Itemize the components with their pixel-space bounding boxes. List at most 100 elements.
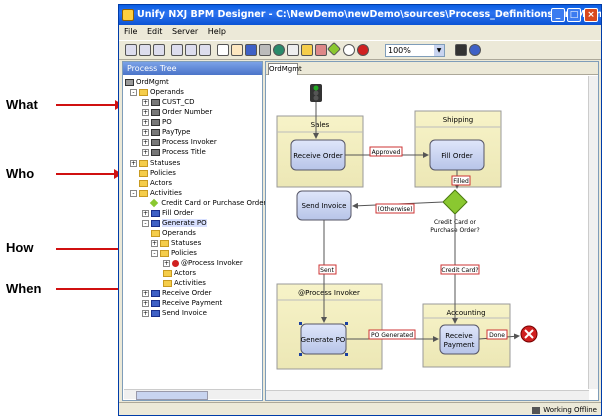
expand-icon[interactable]: + — [142, 299, 149, 307]
activity-label: Payment — [444, 341, 475, 349]
tree-item-credit-card[interactable]: Credit Card or Purchase Order? — [149, 198, 270, 208]
transition-filled[interactable]: Filled — [451, 175, 471, 186]
server-icon[interactable] — [455, 44, 467, 56]
tab-ordmgmt[interactable]: OrdMgmt — [268, 63, 302, 75]
activity-generate-po[interactable]: Generate PO — [299, 322, 348, 356]
menu-help[interactable]: Help — [207, 27, 227, 36]
expand-icon[interactable]: + — [151, 239, 158, 247]
save-all-icon[interactable] — [139, 44, 151, 56]
globe-tool-icon[interactable] — [273, 44, 285, 56]
transition-credit-card[interactable]: Credit Card? — [440, 264, 480, 275]
import-icon[interactable] — [171, 44, 183, 56]
tree-item-gp-actors[interactable]: Actors — [163, 269, 196, 278]
decision-icon — [149, 198, 159, 208]
activity-fill-order[interactable]: Fill Order — [429, 139, 485, 171]
tree-item-operands[interactable]: -Operands — [130, 88, 184, 97]
expand-icon[interactable]: + — [142, 128, 149, 136]
transition-done[interactable]: Done — [486, 329, 508, 340]
menu-edit[interactable]: Edit — [146, 27, 163, 36]
minimize-button[interactable]: _ — [551, 8, 565, 22]
transition-approved[interactable]: Approved — [369, 146, 403, 157]
timer-tool-icon[interactable] — [343, 44, 355, 56]
collapse-icon[interactable]: - — [130, 189, 137, 197]
subprocess-tool-icon[interactable] — [259, 44, 271, 56]
deploy-icon[interactable] — [199, 44, 211, 56]
zoom-select[interactable]: 100%▼ — [385, 44, 445, 57]
expand-icon[interactable]: + — [142, 309, 149, 317]
horizontal-scrollbar[interactable] — [124, 389, 261, 400]
help-icon[interactable] — [469, 44, 481, 56]
transition-label: (Otherwise) — [377, 206, 412, 213]
process-tree-panel: Process Tree OrdMgmt -Operands +CUST_CD … — [122, 61, 270, 401]
attribute-icon — [151, 148, 160, 156]
tree-item-paytype[interactable]: +PayType — [142, 128, 190, 137]
vertical-scrollbar[interactable] — [588, 76, 598, 389]
transition-otherwise[interactable]: (Otherwise) — [375, 203, 415, 214]
start-node[interactable] — [310, 84, 322, 102]
tree-item-po[interactable]: +PO — [142, 118, 172, 127]
tree-item-receive-payment[interactable]: +Receive Payment — [142, 299, 222, 308]
menu-server[interactable]: Server — [171, 27, 199, 36]
chevron-down-icon[interactable]: ▼ — [434, 45, 444, 56]
tree-item-cust-cd[interactable]: + CUST_CD — [142, 98, 195, 107]
activity-send-invoice[interactable]: Send Invoice — [296, 190, 352, 221]
transition-po-generated[interactable]: PO Generated — [368, 329, 416, 340]
tree-item-send-invoice[interactable]: +Send Invoice — [142, 309, 207, 318]
tree-label: OrdMgmt — [136, 78, 169, 86]
expand-icon[interactable]: + — [163, 259, 170, 267]
end-tool-icon[interactable] — [357, 44, 369, 56]
tree-item-gp-invoker[interactable]: +@Process Invoker — [163, 259, 243, 268]
expand-icon[interactable]: + — [142, 108, 149, 116]
window-tool-icon[interactable] — [287, 44, 299, 56]
tree-item-order-number[interactable]: +Order Number — [142, 108, 212, 117]
export-icon[interactable] — [185, 44, 197, 56]
expand-icon[interactable]: + — [142, 209, 149, 217]
expand-icon[interactable]: + — [142, 118, 149, 126]
maximize-button[interactable]: □ — [567, 8, 581, 22]
tree-item-statuses[interactable]: +Statuses — [130, 159, 180, 168]
close-button[interactable]: × — [584, 8, 598, 22]
transition-sent[interactable]: Sent — [318, 264, 337, 275]
horizontal-scrollbar[interactable] — [266, 390, 589, 400]
save-icon[interactable] — [125, 44, 137, 56]
annotation-what: What — [6, 97, 38, 112]
tree-item-process-title[interactable]: +Process Title — [142, 148, 206, 157]
tree-item-receive-order[interactable]: +Receive Order — [142, 289, 212, 298]
attribute-icon — [151, 138, 160, 146]
expand-icon[interactable]: + — [142, 148, 149, 156]
collapse-icon[interactable]: - — [130, 88, 137, 96]
activity-receive-order[interactable]: Receive Order — [290, 139, 346, 171]
print-icon[interactable] — [153, 44, 165, 56]
expand-icon[interactable]: + — [130, 159, 137, 167]
expand-icon[interactable]: + — [142, 289, 149, 297]
expand-icon[interactable]: + — [142, 98, 149, 106]
tree-item-policies[interactable]: Policies — [139, 169, 176, 178]
tree-label: CUST_CD — [162, 98, 195, 106]
tree-item-fill-order[interactable]: +Fill Order — [142, 209, 193, 218]
menu-file[interactable]: File — [124, 27, 138, 36]
process-icon — [125, 78, 134, 86]
decision-tool-icon[interactable] — [326, 41, 342, 57]
pan-hand-icon[interactable] — [231, 44, 243, 56]
tree-item-root[interactable]: OrdMgmt — [125, 78, 169, 87]
pointer-icon[interactable] — [217, 44, 229, 56]
tree-item-gp-policies[interactable]: - Policies — [151, 249, 197, 258]
folder-tool-icon[interactable] — [301, 44, 313, 56]
activity-tool-icon[interactable] — [245, 44, 257, 56]
tree-item-activities[interactable]: -Activities — [130, 189, 182, 198]
collapse-icon[interactable]: - — [142, 219, 149, 227]
collapse-icon[interactable]: - — [151, 249, 158, 257]
expand-icon[interactable]: + — [142, 138, 149, 146]
tree-item-gp-statuses[interactable]: +Statuses — [151, 239, 201, 248]
tree-item-gp-activities[interactable]: Activities — [163, 279, 206, 288]
end-node[interactable] — [520, 325, 538, 343]
tree-item-process-invoker[interactable]: +Process Invoker — [142, 138, 217, 147]
tree-item-generate-po[interactable]: -Generate PO — [142, 219, 207, 228]
tree-item-gp-operands[interactable]: Operands — [151, 229, 196, 238]
split-tool-icon[interactable] — [315, 44, 327, 56]
activity-label: Fill Order — [441, 152, 473, 160]
status-text: Working Offline — [532, 404, 597, 417]
tree-item-actors[interactable]: Actors — [139, 179, 172, 188]
tree-label: Policies — [171, 249, 197, 257]
